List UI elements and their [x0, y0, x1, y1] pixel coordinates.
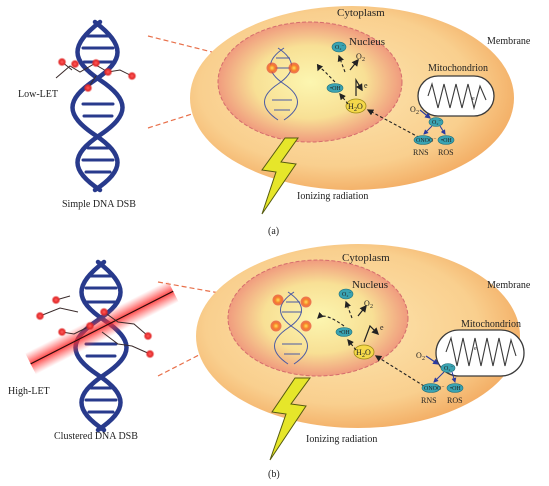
mito-e-text: e [472, 96, 475, 102]
rns-label-b: RNS [421, 396, 437, 405]
oh-badge-text-b: •OH [339, 330, 350, 336]
rns-label-a: RNS [413, 148, 429, 157]
caption-b: (b) [268, 469, 280, 480]
superoxide-badge-b [440, 363, 456, 373]
damage-spark-icon [300, 320, 312, 332]
o2-badge-text: O₂⁻ [335, 45, 345, 51]
radical-to-nucleus-arrow-b [374, 355, 425, 387]
h2o-subscript: 2 [354, 107, 357, 113]
onoo-text-b: ONOO⁻ [424, 386, 445, 392]
membrane-label-b: Membrane [487, 280, 531, 291]
h2o-o-b: O [365, 348, 371, 357]
ros-oh-text: •OH [441, 138, 452, 144]
panel-a: Low-LET Simple DNA DSB Cytoplasm Nucleus… [18, 6, 531, 237]
nucleus-label-a: Nucleus [349, 36, 385, 48]
dna-helix-low-let [55, 19, 137, 193]
h2o-e-arrow-b [363, 324, 380, 343]
h2o-o: O [357, 102, 363, 111]
cytoplasm-label-a: Cytoplasm [337, 7, 385, 19]
damage-spark-icon [272, 294, 284, 306]
mitochondrion-label-a: Mitochondrion [428, 63, 488, 74]
radiation-label-a: Ionizing radiation [297, 191, 368, 202]
onoo-badge [413, 135, 433, 145]
oh-badge-text: •OH [330, 86, 341, 92]
o2-left-subscript-b: 2 [422, 356, 425, 362]
o2-out-arrow-b [357, 304, 367, 317]
membrane-label-a: Membrane [487, 36, 531, 47]
superoxide-text: O₂⁻ [432, 120, 442, 126]
clustered-dsb-label: Clustered DNA DSB [54, 431, 138, 442]
radical-to-nucleus-arrow [366, 109, 425, 141]
e-minus-text-b: e [380, 323, 384, 332]
mitochondrion-b [435, 329, 525, 377]
o2-left-text: O [410, 105, 416, 114]
dna-helix-high-let [25, 259, 179, 433]
superoxide-badge [428, 117, 444, 127]
radiation-label-b: Ionizing radiation [306, 434, 377, 445]
to-oh-arrow [439, 125, 446, 135]
o2-subscript-b: 2 [370, 304, 373, 310]
h2o-oh-arrow-b [347, 338, 357, 351]
o2-mito-arrow-b [425, 355, 439, 365]
panel-b: High-LET Clustered DNA DSB Cytoplasm Nuc… [8, 244, 531, 480]
ros-label-b: ROS [447, 396, 463, 405]
onoo-badge-b [421, 383, 441, 393]
high-let-label: High-LET [8, 386, 50, 397]
oh-to-dna-arrow [316, 63, 336, 83]
high-let-beam [25, 280, 179, 375]
o2-mito-arrow [419, 109, 431, 119]
o2-badge-text-b: O₂⁻ [342, 292, 352, 298]
mito-e-text-b: e [474, 346, 477, 352]
h2o-text: H [348, 102, 354, 111]
o2-left-text-b: O [416, 351, 422, 360]
ros-oh-badge-b [446, 383, 464, 393]
nucleus-dna-a [264, 47, 300, 121]
h2o-oh-arrow [339, 92, 349, 105]
oh-to-dna-arrow-b [317, 311, 345, 327]
to-o2-arrow [337, 54, 346, 73]
simple-dsb-marks [55, 57, 137, 93]
superoxide-text-b: O₂⁻ [444, 366, 454, 372]
lightning-bolt-icon [269, 377, 311, 461]
damage-spark-icon [266, 62, 278, 74]
nucleus-dna-b [270, 291, 312, 365]
o2-right-text: O [356, 52, 362, 61]
damage-spark-icon [270, 320, 282, 332]
mitochondrion-label-b: Mitochondrion [461, 319, 521, 330]
clustered-dsb-marks [35, 295, 155, 359]
e-minus-text: e [364, 81, 368, 90]
oh-radical-badge [335, 327, 353, 337]
lightning-bolt-icon [261, 137, 299, 215]
to-onoo-arrow [423, 125, 433, 135]
to-o2-arrow-b [344, 300, 353, 319]
o2-left-subscript: 2 [416, 110, 419, 116]
to-oh-arrow-b [451, 371, 457, 383]
o2-right-text-b: O [364, 299, 370, 308]
o2-radical-badge [338, 288, 354, 300]
nucleus-label-b: Nucleus [352, 279, 388, 291]
oh-radical-badge [326, 83, 344, 93]
h2o-subscript-b: 2 [362, 353, 365, 359]
ros-label-a: ROS [438, 148, 454, 157]
mitochondrion-a [417, 75, 495, 117]
h2o-molecule [345, 98, 367, 114]
damage-spark-icon [300, 296, 312, 308]
h2o-e-arrow [355, 77, 363, 96]
ros-oh-badge [437, 135, 455, 145]
o2-out-arrow [349, 58, 359, 71]
cytoplasm-label-b: Cytoplasm [342, 252, 390, 264]
o2-radical-badge [331, 41, 347, 53]
h2o-text-b: H [356, 348, 362, 357]
simple-dsb-label: Simple DNA DSB [62, 199, 136, 210]
damage-spark-icon [288, 62, 300, 74]
ros-oh-text-b: •OH [450, 386, 461, 392]
h2o-molecule-b [353, 344, 375, 360]
o2-subscript: 2 [362, 57, 365, 63]
to-onoo-arrow-b [433, 371, 445, 383]
low-let-label: Low-LET [18, 89, 58, 100]
onoo-text: ONOO⁻ [416, 138, 437, 144]
caption-a: (a) [268, 226, 279, 237]
